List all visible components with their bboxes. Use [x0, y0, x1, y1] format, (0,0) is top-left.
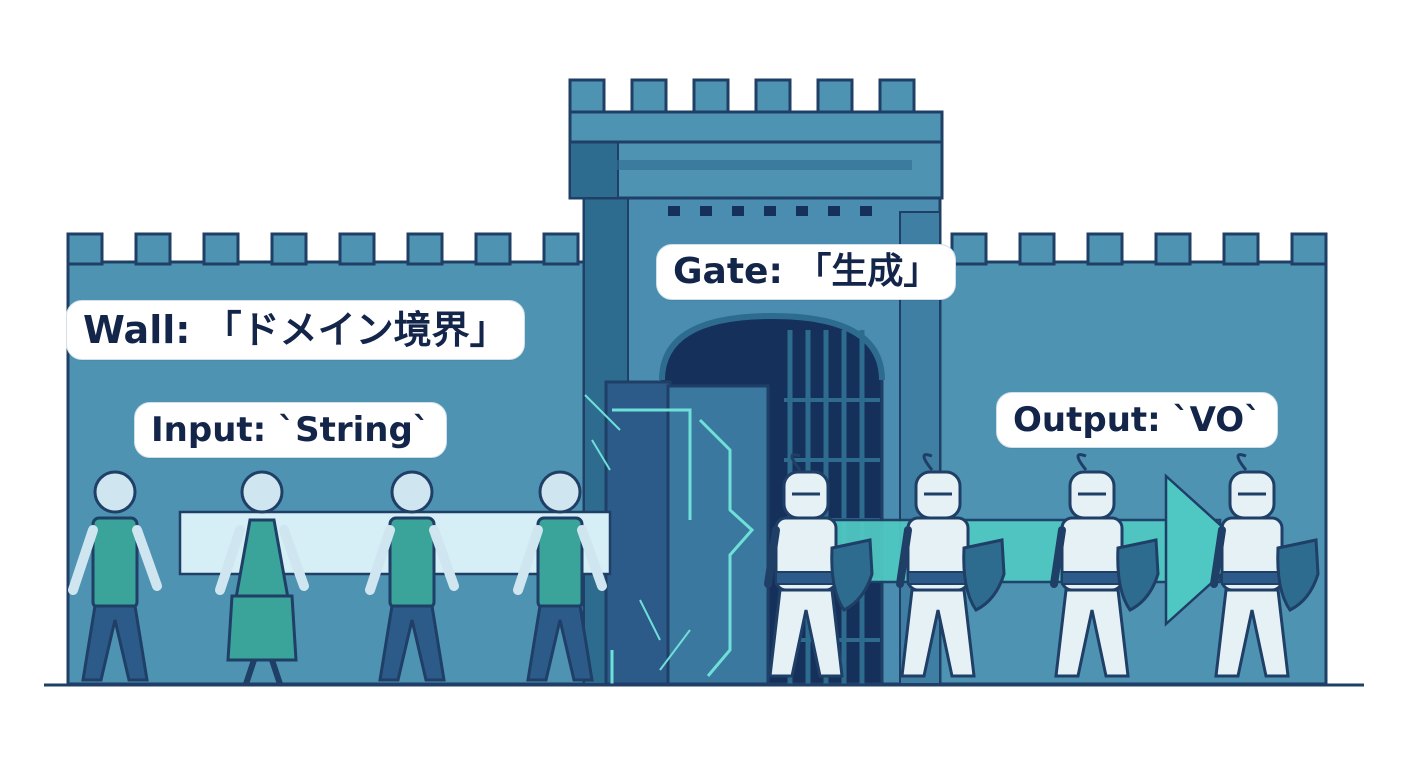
person-icon [68, 470, 162, 682]
knight-icon [896, 453, 1006, 678]
person-icon [365, 470, 459, 682]
gate-label: Gate: 「生成」 [656, 244, 957, 300]
output-arrow-head [1164, 473, 1250, 627]
merlon [1290, 232, 1328, 266]
tower-window [668, 206, 680, 216]
merlon [134, 232, 172, 266]
knight-icon [1210, 453, 1320, 678]
tower-battlements [568, 78, 944, 144]
input-label: Input: `String` [134, 402, 447, 458]
shield-icon [1116, 538, 1160, 612]
merlon [1086, 232, 1124, 266]
tower-crown [568, 110, 944, 144]
tower-windows [668, 206, 872, 216]
merlon [338, 232, 376, 266]
merlon [202, 232, 240, 266]
tower-window [860, 206, 872, 216]
merlon [474, 232, 512, 266]
merlon [66, 232, 104, 266]
transformation-portal [584, 380, 770, 686]
tower-window [700, 206, 712, 216]
output-knights [764, 453, 1320, 678]
tower-window [828, 206, 840, 216]
merlon [1154, 232, 1192, 266]
tower-window [796, 206, 808, 216]
merlon [950, 232, 988, 266]
wall-label: Wall: 「ドメイン境界」 [66, 300, 525, 360]
merlon [1018, 232, 1056, 266]
shield-icon [830, 538, 874, 612]
input-people [68, 470, 607, 685]
merlon [542, 232, 580, 266]
shield-icon [1276, 538, 1320, 612]
tower-window [732, 206, 744, 216]
knight-icon [1050, 453, 1160, 678]
shield-icon [962, 538, 1006, 612]
person-icon [513, 470, 607, 682]
knight-icon [764, 453, 874, 678]
merlon [270, 232, 308, 266]
person-icon [215, 470, 309, 685]
output-label: Output: `VO` [996, 392, 1279, 448]
tower-window [764, 206, 776, 216]
merlon [406, 232, 444, 266]
merlon [1222, 232, 1260, 266]
